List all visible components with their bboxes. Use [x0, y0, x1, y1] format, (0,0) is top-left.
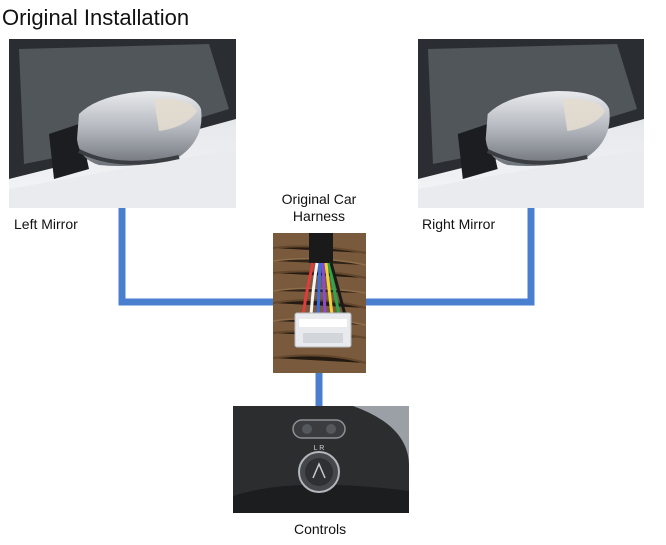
harness-label-line-2: Harness — [292, 208, 346, 224]
right-mirror-wire — [365, 208, 535, 306]
controls-lr-text: L R — [314, 445, 325, 452]
left-mirror-image — [9, 39, 236, 208]
harness-label-line-1: Original Car — [281, 191, 357, 207]
left-mirror-wire — [118, 208, 274, 306]
controls-image: L R — [233, 406, 409, 513]
right-mirror-image — [418, 39, 644, 208]
right-mirror-label: Right Mirror — [422, 216, 496, 232]
left-mirror-label: Left Mirror — [14, 216, 78, 232]
harness-label: Original Car Harness — [254, 191, 384, 225]
controls-label: Controls — [294, 521, 347, 537]
car-harness-image — [273, 233, 366, 373]
page-title: Original Installation — [2, 5, 190, 30]
